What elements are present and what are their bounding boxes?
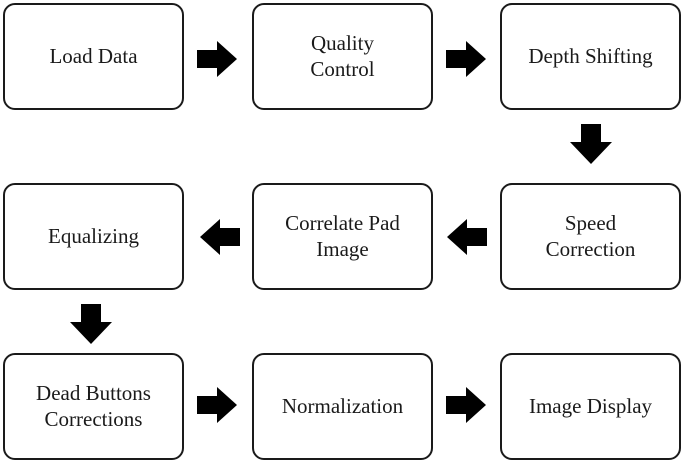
step-load-data-label: Load Data	[49, 43, 138, 68]
step-speed-correction: Speed Correction	[500, 183, 681, 290]
step-correlate-pad-image-label: Correlate Pad Image	[285, 211, 400, 261]
step-equalizing: Equalizing	[3, 183, 184, 290]
arrow-down-icon	[570, 124, 612, 164]
arrow-left-icon	[200, 219, 240, 255]
step-normalization: Normalization	[252, 353, 433, 460]
step-load-data: Load Data	[3, 3, 184, 110]
arrow-right-icon	[197, 41, 237, 77]
arrow-right-icon	[197, 387, 237, 423]
arrow-left-icon	[447, 219, 487, 255]
step-quality-control: Quality Control	[252, 3, 433, 110]
step-quality-control-label: Quality Control	[310, 31, 375, 81]
step-equalizing-label: Equalizing	[48, 223, 139, 248]
step-correlate-pad-image: Correlate Pad Image	[252, 183, 433, 290]
step-image-display-label: Image Display	[528, 393, 653, 418]
arrow-down-icon	[70, 304, 112, 344]
step-dead-buttons-corrections-label: Dead Buttons Corrections	[36, 381, 151, 431]
arrow-right-icon	[446, 387, 486, 423]
step-depth-shifting: Depth Shifting	[500, 3, 681, 110]
step-dead-buttons-corrections: Dead Buttons Corrections	[3, 353, 184, 460]
step-image-display: Image Display	[500, 353, 681, 460]
arrow-right-icon	[446, 41, 486, 77]
step-depth-shifting-label: Depth Shifting	[528, 43, 653, 68]
step-normalization-label: Normalization	[281, 393, 404, 418]
step-speed-correction-label: Speed Correction	[545, 211, 636, 261]
